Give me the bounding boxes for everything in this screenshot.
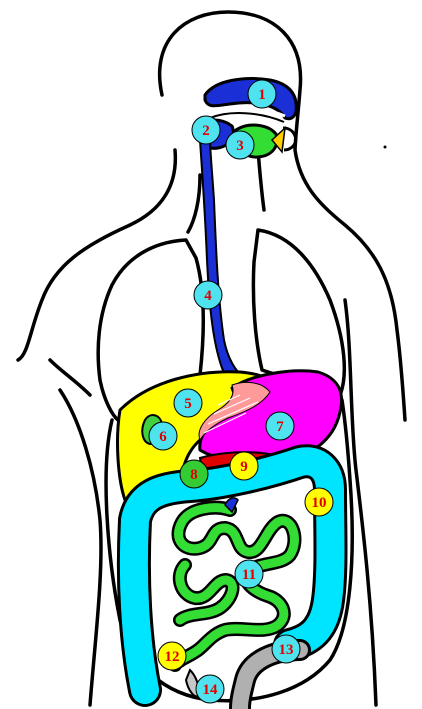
marker-label: 5 bbox=[184, 396, 192, 412]
marker-8: 8 bbox=[180, 460, 208, 488]
marker-12: 12 bbox=[158, 642, 186, 670]
marker-label: 14 bbox=[203, 682, 219, 698]
marker-1: 1 bbox=[248, 80, 276, 108]
marker-label: 8 bbox=[190, 467, 198, 483]
marker-label: 11 bbox=[242, 567, 256, 583]
marker-7: 7 bbox=[266, 412, 294, 440]
marker-label: 4 bbox=[204, 288, 212, 304]
marker-label: 2 bbox=[202, 123, 210, 139]
marker-9: 9 bbox=[230, 452, 258, 480]
marker-label: 3 bbox=[236, 138, 244, 154]
marker-13: 13 bbox=[272, 635, 300, 663]
esophagus bbox=[200, 138, 246, 388]
marker-label: 1 bbox=[258, 87, 266, 103]
marker-6: 6 bbox=[149, 422, 177, 450]
stray-dot bbox=[384, 146, 387, 149]
marker-11: 11 bbox=[235, 560, 263, 588]
marker-14: 14 bbox=[196, 675, 224, 703]
marker-label: 7 bbox=[276, 419, 284, 435]
marker-5: 5 bbox=[174, 389, 202, 417]
marker-10: 10 bbox=[305, 488, 333, 516]
marker-3: 3 bbox=[226, 131, 254, 159]
marker-label: 12 bbox=[165, 649, 180, 665]
marker-label: 10 bbox=[312, 495, 327, 511]
marker-2: 2 bbox=[192, 116, 220, 144]
marker-label: 13 bbox=[279, 642, 294, 658]
marker-label: 6 bbox=[159, 429, 167, 445]
marker-label: 9 bbox=[240, 459, 248, 475]
marker-4: 4 bbox=[194, 281, 222, 309]
